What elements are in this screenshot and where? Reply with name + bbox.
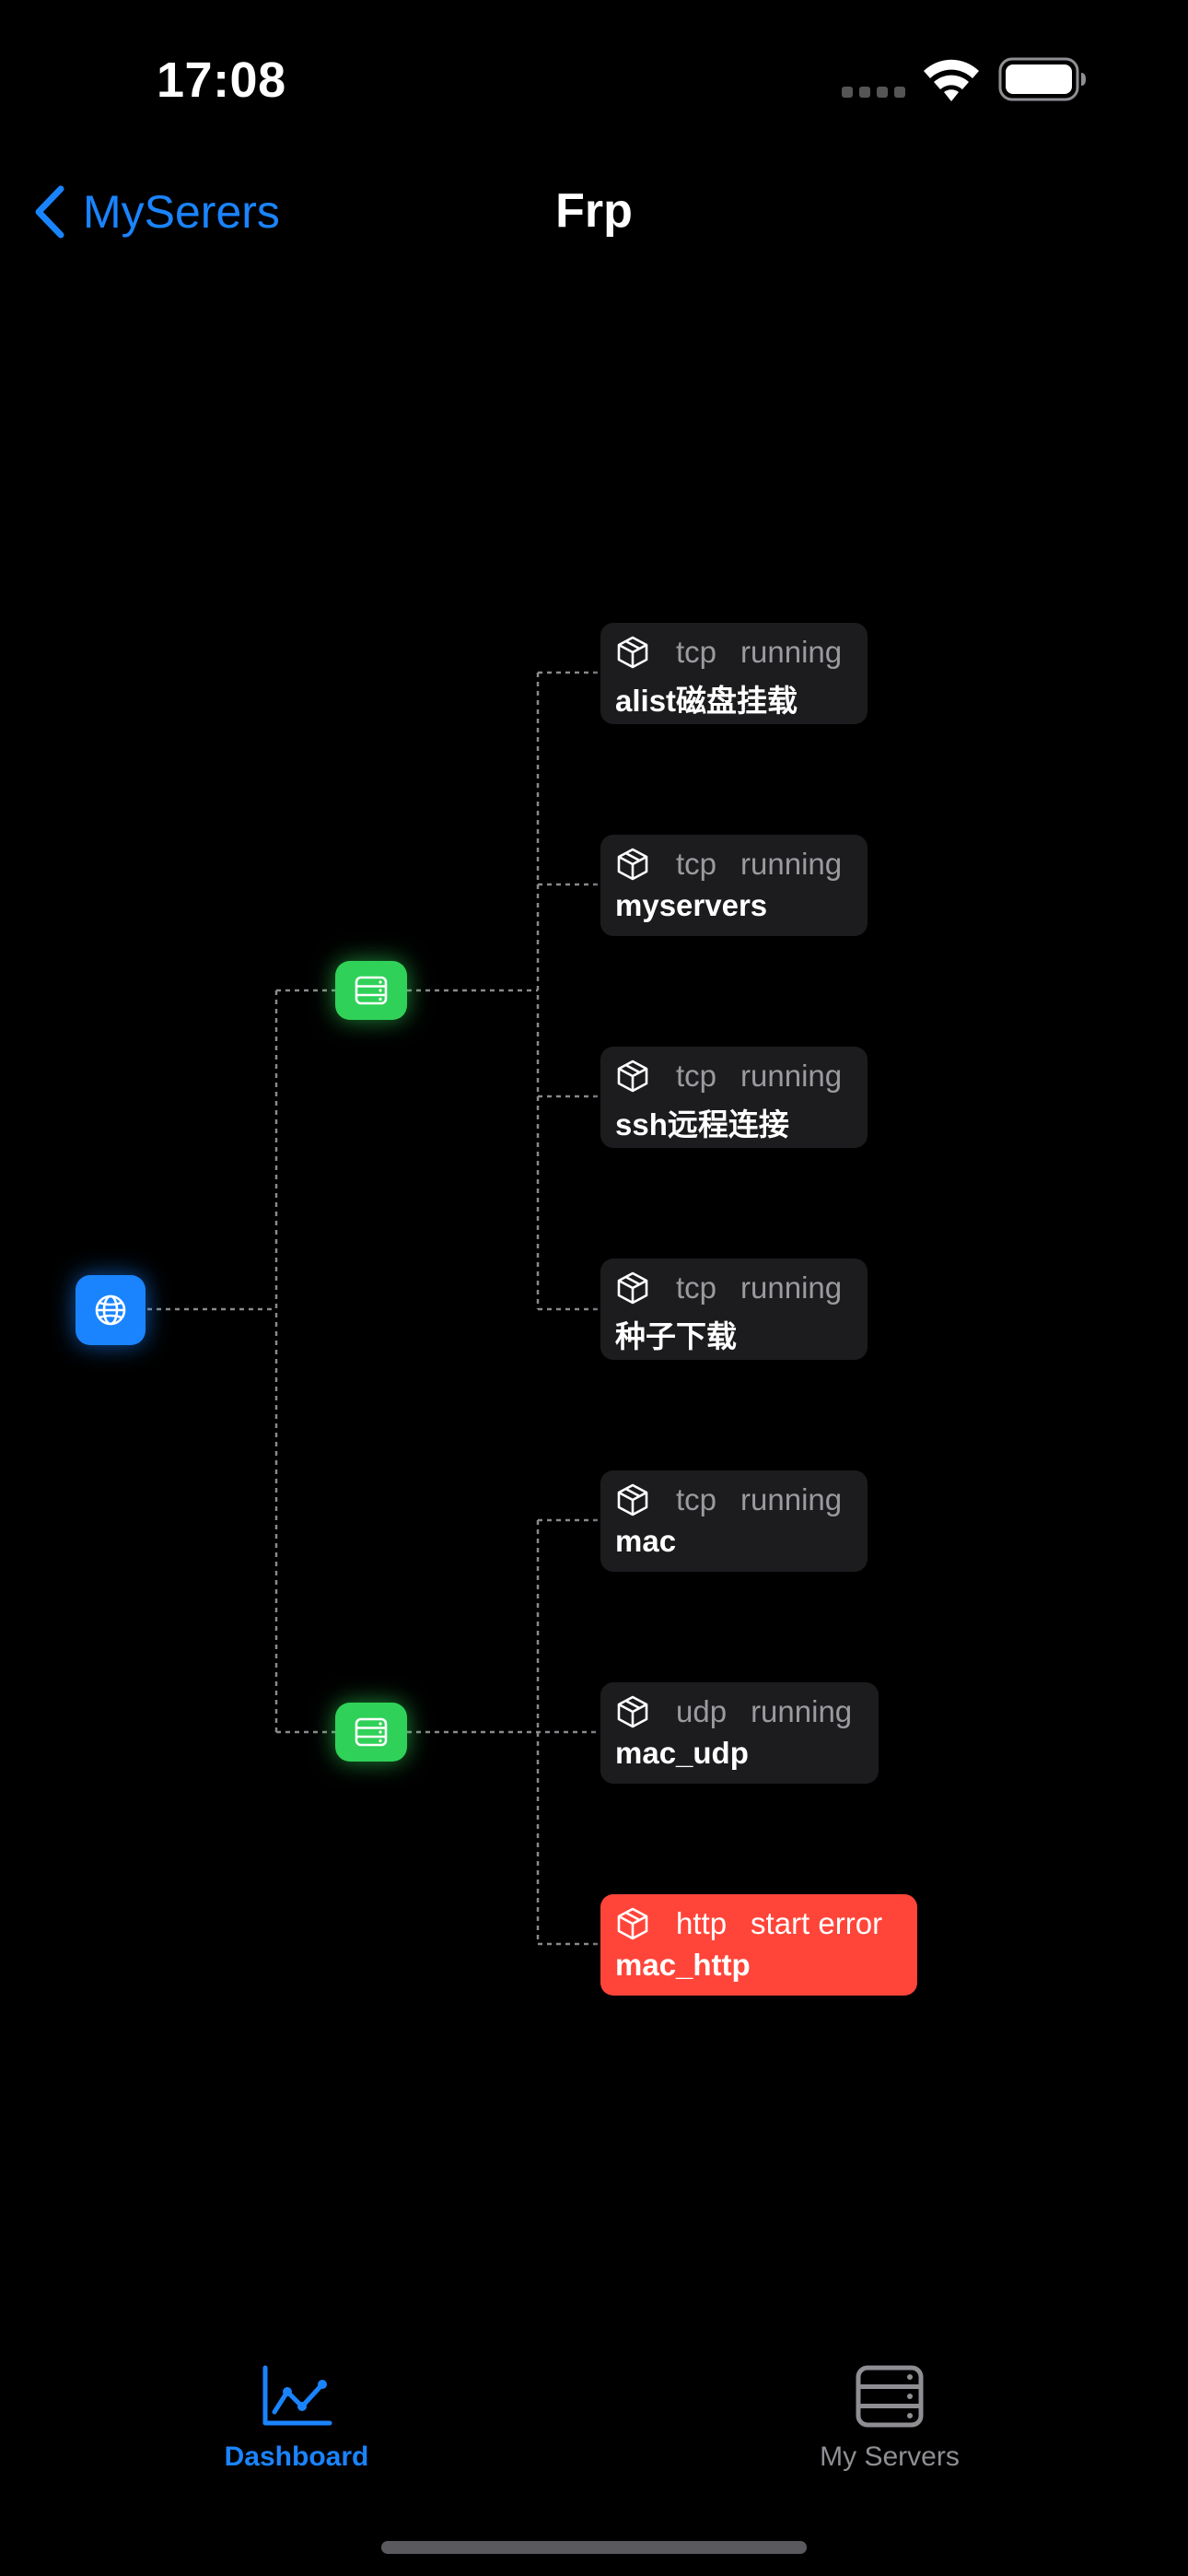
- proxy-protocol: udp: [676, 1694, 728, 1728]
- proxy-card[interactable]: tcp running ssh远程连接: [600, 1047, 868, 1148]
- back-button-label: MySerers: [83, 186, 280, 238]
- proxy-card[interactable]: tcp running alist磁盘挂载: [600, 623, 868, 724]
- cube-icon: [617, 848, 648, 881]
- proxy-status: running: [740, 1270, 843, 1305]
- topology-connectors: [147, 671, 600, 1946]
- proxy-status: running: [740, 1059, 843, 1093]
- proxy-protocol: tcp: [676, 1059, 717, 1093]
- battery-icon: [998, 57, 1087, 101]
- server-node-1[interactable]: [335, 961, 407, 1020]
- tab-my-servers[interactable]: My Servers: [751, 2364, 1028, 2493]
- proxy-name: myservers: [615, 888, 768, 922]
- server-rack-icon: [355, 1717, 388, 1747]
- proxy-status: start error: [751, 1906, 883, 1940]
- cube-icon: [617, 1060, 648, 1093]
- cube-icon: [617, 1271, 648, 1305]
- root-node[interactable]: [76, 1275, 146, 1345]
- chart-line-icon: [262, 2365, 332, 2426]
- proxy-status: running: [740, 847, 843, 881]
- proxy-name: mac: [615, 1524, 677, 1558]
- wifi-icon: [921, 57, 982, 103]
- proxy-name: alist磁盘挂载: [615, 684, 798, 718]
- cube-icon: [617, 1483, 648, 1516]
- proxy-name: 种子下载: [615, 1319, 737, 1353]
- cube-icon: [617, 1695, 648, 1728]
- proxy-protocol: tcp: [676, 1270, 717, 1305]
- tab-label: My Servers: [820, 2441, 960, 2472]
- tab-dashboard[interactable]: Dashboard: [158, 2364, 435, 2493]
- proxy-card[interactable]: udp running mac_udp: [600, 1682, 879, 1784]
- cellular-signal-icon: [842, 87, 906, 100]
- status-time: 17:08: [157, 53, 286, 108]
- cube-icon: [617, 636, 648, 669]
- back-button[interactable]: MySerers: [31, 175, 280, 249]
- proxy-status: running: [751, 1694, 853, 1728]
- home-indicator: [381, 2541, 807, 2554]
- cube-icon: [617, 1907, 648, 1940]
- server-rack-icon: [856, 2365, 924, 2428]
- proxy-status: running: [740, 635, 843, 669]
- proxy-protocol: tcp: [676, 847, 717, 881]
- chevron-left-icon: [35, 185, 64, 239]
- tab-label: Dashboard: [224, 2441, 369, 2472]
- proxy-card[interactable]: tcp running myservers: [600, 835, 868, 936]
- page-title: Frp: [555, 184, 633, 238]
- server-node-2[interactable]: [335, 1703, 407, 1762]
- proxy-card[interactable]: tcp running 种子下载: [600, 1259, 868, 1360]
- proxy-protocol: tcp: [676, 635, 717, 669]
- proxy-name: mac_http: [615, 1948, 751, 1982]
- proxy-name: ssh远程连接: [615, 1107, 789, 1142]
- proxy-status: running: [740, 1482, 843, 1516]
- proxy-card-error[interactable]: http start error mac_http: [600, 1894, 917, 1996]
- proxy-protocol: tcp: [676, 1482, 717, 1516]
- proxy-name: mac_udp: [615, 1736, 749, 1770]
- server-rack-icon: [355, 976, 388, 1005]
- proxy-protocol: http: [676, 1906, 728, 1940]
- globe-icon: [95, 1294, 126, 1326]
- proxy-card[interactable]: tcp running mac: [600, 1470, 868, 1572]
